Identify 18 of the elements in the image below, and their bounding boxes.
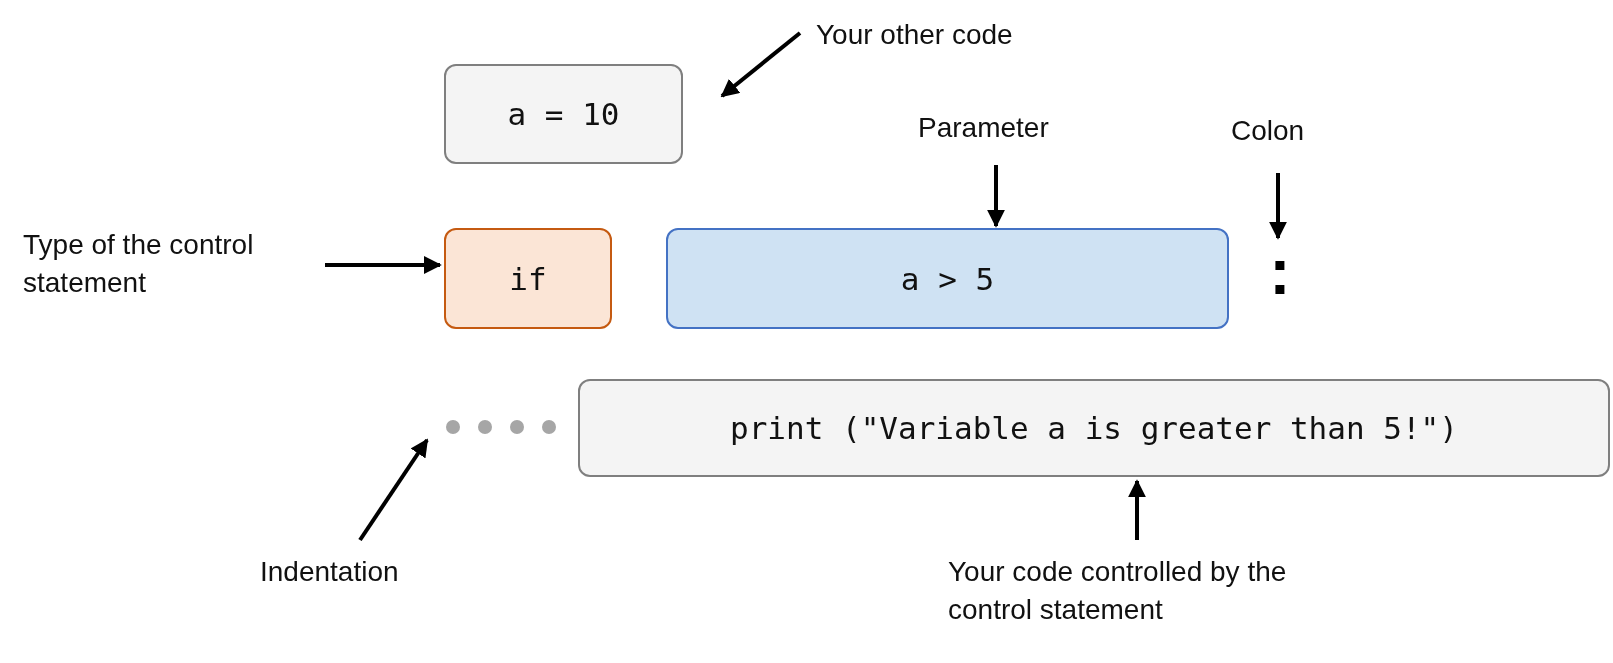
arrow bbox=[720, 31, 802, 98]
arrow bbox=[1128, 479, 1146, 540]
indentation-dots-icon bbox=[444, 418, 558, 436]
code-box: print ("Variable a is greater than 5!") bbox=[578, 379, 1610, 477]
annotation-text: Parameter bbox=[918, 109, 1088, 149]
keyword-box: if bbox=[444, 228, 612, 329]
condition-box: a > 5 bbox=[666, 228, 1229, 329]
annotation-text: Your code controlled by the control statement bbox=[948, 553, 1308, 633]
code-box: a = 10 bbox=[444, 64, 683, 164]
annotation-text: Type of the control statement bbox=[23, 226, 303, 306]
arrow bbox=[1269, 173, 1287, 240]
arrow bbox=[358, 438, 429, 542]
annotation-text: Colon bbox=[1231, 112, 1321, 152]
annotation-text: Indentation bbox=[260, 553, 450, 593]
annotation-text: Your other code bbox=[816, 16, 1076, 56]
arrow bbox=[987, 165, 1005, 228]
colon-symbol: : bbox=[1262, 240, 1298, 310]
arrow bbox=[325, 256, 442, 274]
